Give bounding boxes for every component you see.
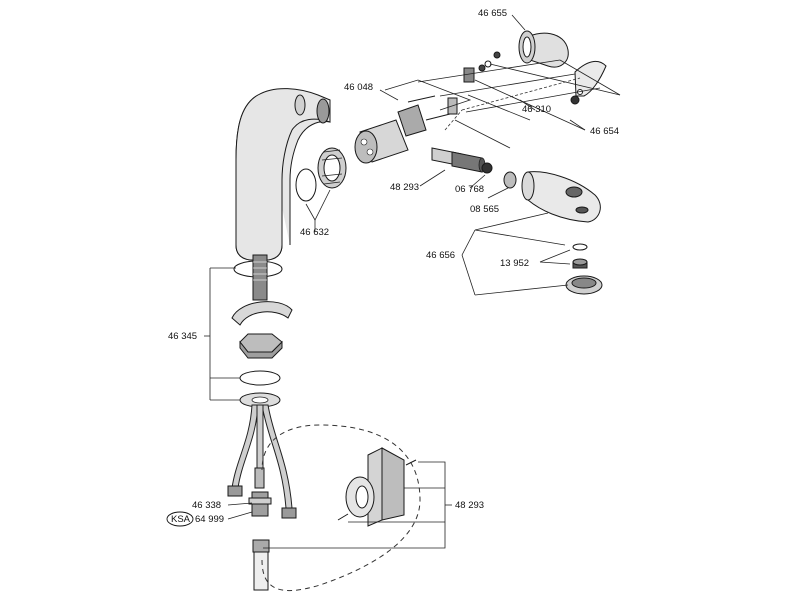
connector-46338: [248, 491, 272, 517]
label-06768: 06 768: [455, 184, 484, 195]
label-46655: 46 655: [478, 8, 507, 19]
label-08565: 08 565: [470, 204, 499, 215]
threaded-stem: [252, 254, 268, 301]
part-labels: 46 655 46 048 46 310 46 654 48 293 06 76…: [168, 8, 619, 525]
label-46345: 46 345: [168, 331, 197, 342]
spray-face: [565, 275, 603, 295]
label-48293-top: 48 293: [390, 182, 419, 193]
hose-weight-clip: [345, 447, 405, 527]
label-64999: 64 999: [195, 514, 224, 525]
aerator-13952: [572, 243, 588, 269]
ksa-badge: [166, 511, 194, 527]
spray-head-46656: [521, 171, 601, 223]
washer-1: [239, 370, 281, 386]
screw-bottom: [337, 513, 349, 521]
label-13952: 13 952: [500, 258, 529, 269]
cartridge-assembly: [354, 95, 451, 164]
o-ring-46632: [295, 168, 317, 202]
dashed-hose-loop: [261, 424, 421, 592]
label-46338: 46 338: [192, 500, 221, 511]
label-46632: 46 632: [300, 227, 329, 238]
threaded-ring: [317, 147, 347, 189]
screw-top: [405, 459, 417, 466]
label-46656: 46 656: [426, 250, 455, 261]
faucet-body: [235, 88, 331, 261]
label-48293-bottom: 48 293: [455, 500, 484, 511]
leader-lines: [204, 14, 621, 549]
label-46048: 46 048: [344, 82, 373, 93]
lever-46654: [574, 61, 607, 97]
crescent-bracket: [231, 301, 293, 326]
handle-cap-46655: [518, 30, 569, 68]
label-ksa: KSA: [171, 514, 191, 525]
supply-hoses: [227, 404, 297, 519]
spindle-48293: [431, 147, 486, 173]
nut-06768: [481, 162, 493, 174]
label-46654: 46 654: [590, 126, 619, 137]
label-46310: 46 310: [522, 104, 551, 115]
adapter-08565: [503, 171, 517, 189]
